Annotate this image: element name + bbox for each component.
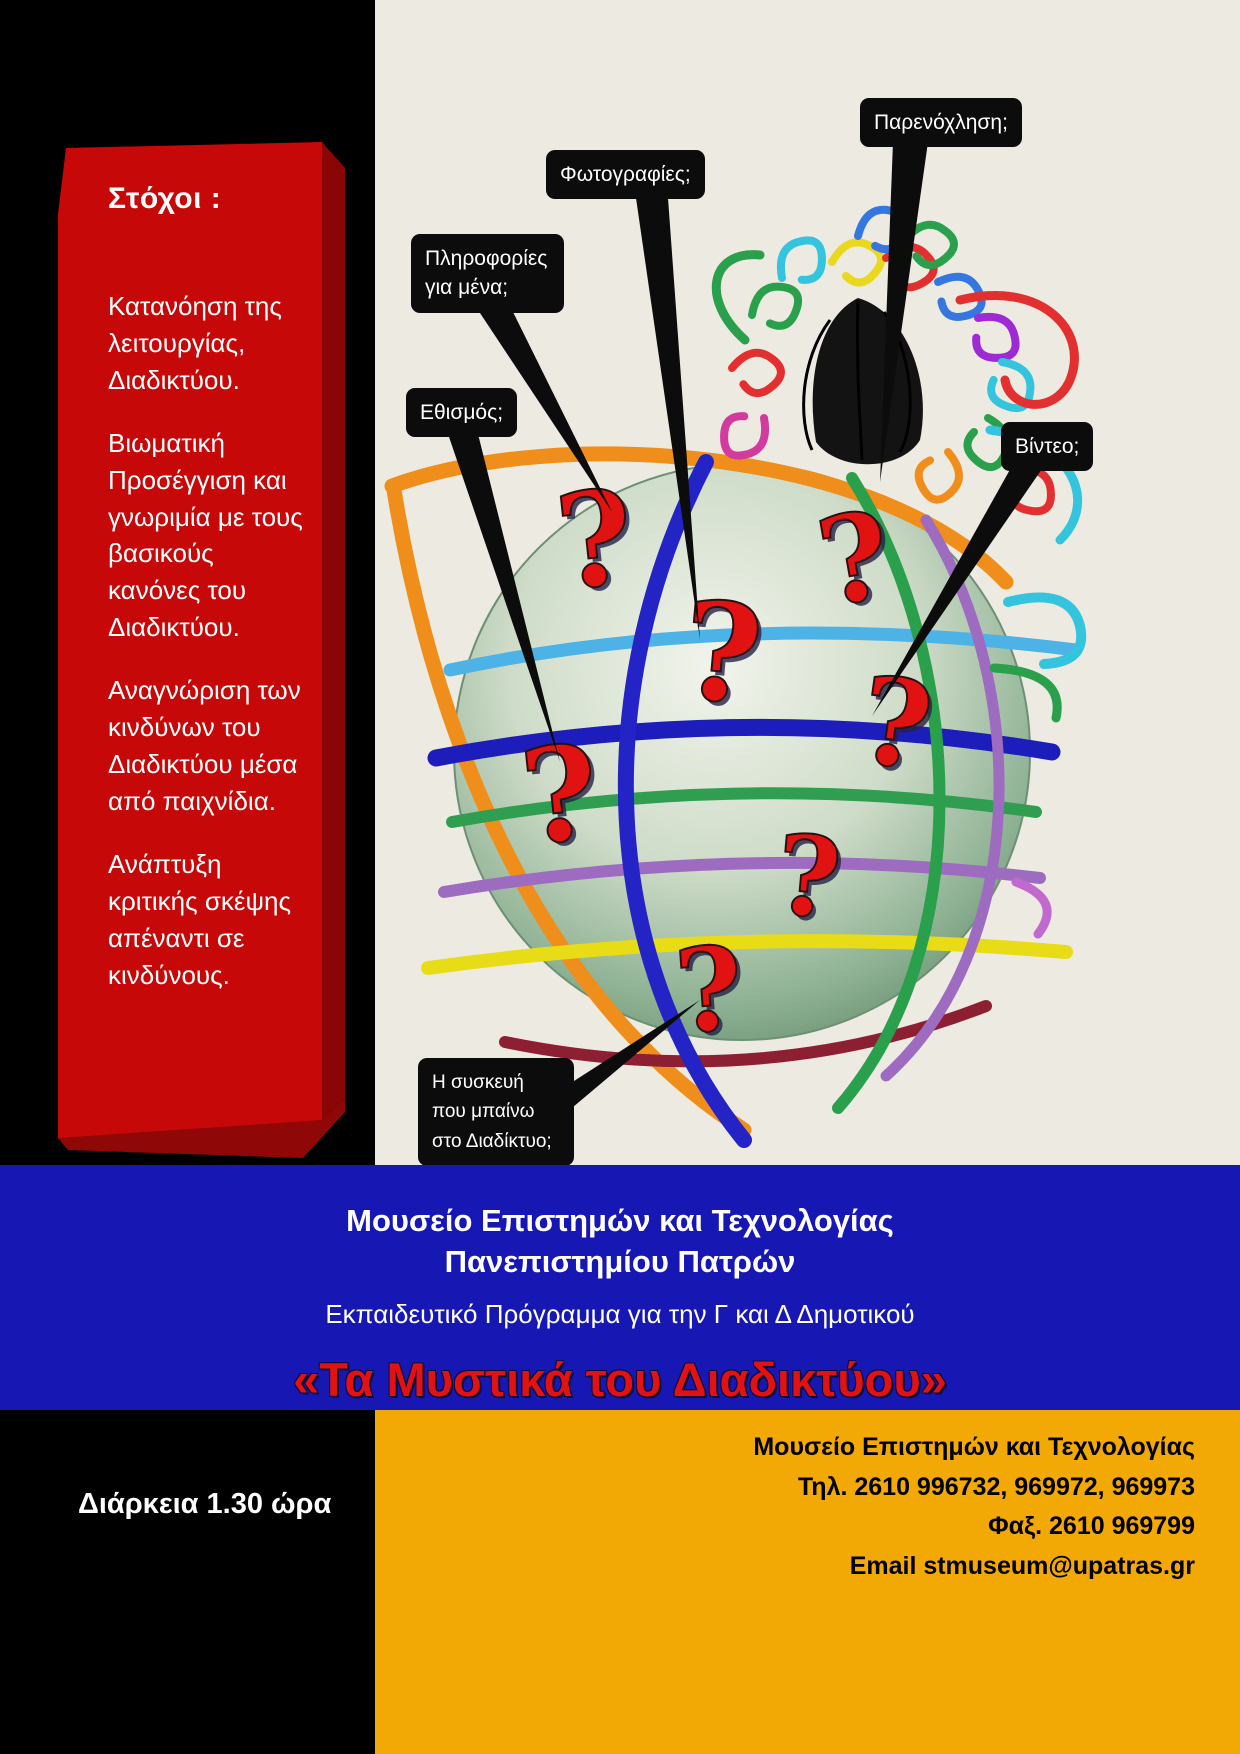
callout-personal-info: Πληροφορίες για μένα; bbox=[411, 234, 564, 313]
goals-panel-shape bbox=[58, 142, 345, 1158]
callout-harassment: Παρενόχληση; bbox=[860, 98, 1022, 148]
museum-banner: Μουσείο Επιστημών και Τεχνολογίας Πανεπι… bbox=[0, 1165, 1240, 1410]
goals-heading: Στόχοι : bbox=[108, 182, 222, 215]
contact-email: Email stmuseum@upatras.gr bbox=[849, 1551, 1195, 1580]
goal-item: Βιωματική Προσέγγιση και γνωριμία με του… bbox=[108, 427, 303, 643]
svg-text:?: ? bbox=[676, 570, 769, 735]
internet-globe-scene: ? ? ? ? ? ? ? ? ? ? ? ? ? ? bbox=[58, 142, 1087, 1158]
callout-tails bbox=[448, 142, 1044, 1118]
svg-text:?: ? bbox=[514, 715, 606, 875]
footer-contact: Μουσείο Επιστημών και Τεχνολογίας Τηλ. 2… bbox=[375, 1410, 1240, 1754]
museum-name-line2: Πανεπιστημίου Πατρών bbox=[444, 1243, 796, 1279]
duration-label: Διάρκεια 1.30 ώρα bbox=[78, 1488, 332, 1520]
svg-text:?: ? bbox=[671, 921, 748, 1060]
svg-text:?: ? bbox=[519, 718, 611, 878]
goals-panel: Στόχοι : Κατανόηση της λειτουργίας, Διαδ… bbox=[108, 182, 313, 993]
program-subtitle: Εκπαιδευτικό Πρόγραμμα για την Γ και Δ Δ… bbox=[325, 1298, 915, 1329]
callout-video: Βίντεο; bbox=[1001, 422, 1094, 472]
callout-device: Η συσκευή που μπαίνω στο Διαδίκτυο; bbox=[418, 1058, 574, 1167]
goal-item: Κατανόηση της λειτουργίας, Διαδικτύου. bbox=[108, 291, 282, 395]
contact-phone: Τηλ. 2610 996732, 969972, 969973 bbox=[797, 1472, 1195, 1501]
contact-museum: Μουσείο Επιστημών και Τεχνολογίας bbox=[753, 1433, 1195, 1461]
svg-text:?: ? bbox=[549, 460, 641, 620]
footer-left: Διάρκεια 1.30 ώρα bbox=[0, 1410, 375, 1754]
goal-item: Αναγνώριση των κινδύνων του Διαδικτύου μ… bbox=[108, 675, 301, 816]
museum-name-line1: Μουσείο Επιστημών και Τεχνολογίας bbox=[346, 1203, 894, 1238]
callout-addiction: Εθισμός; bbox=[406, 388, 518, 438]
contact-fax: Φαξ. 2610 969799 bbox=[988, 1512, 1195, 1540]
callout-photos: Φωτογραφίες; bbox=[546, 150, 705, 200]
goal-item: Ανάπτυξη κριτικής σκέψης απέναντι σε κιν… bbox=[108, 848, 291, 990]
svg-text:?: ? bbox=[774, 814, 849, 948]
svg-text:?: ? bbox=[771, 810, 846, 944]
svg-text:?: ? bbox=[675, 925, 752, 1064]
program-title: «Τα Μυστικά του Διαδικτύου» bbox=[293, 1352, 947, 1406]
